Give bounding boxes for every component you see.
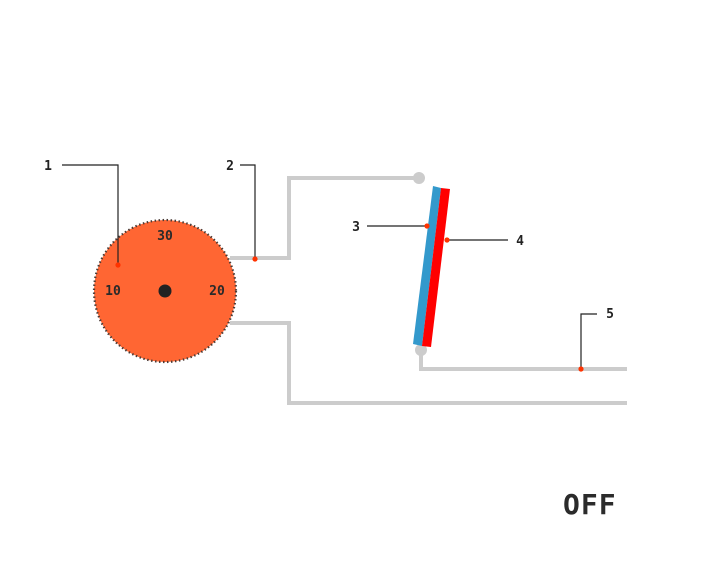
callout-3-dot (424, 223, 430, 229)
callout-2: 2 (226, 159, 258, 262)
callout-3-number: 3 (352, 220, 360, 235)
dial-label-20: 20 (209, 284, 225, 299)
callout-1: 1 (44, 159, 121, 268)
callout-4-dot (444, 237, 450, 243)
callout-5-dot (578, 366, 584, 372)
callout-5-leader (580, 313, 597, 369)
bimetal-strip (413, 186, 450, 347)
callout-2-number: 2 (226, 159, 234, 174)
top-contact (413, 172, 425, 184)
dial-center-knob (158, 284, 172, 298)
callout-1-leader (62, 164, 119, 265)
callout-1-dot (115, 262, 121, 268)
wire-output (419, 350, 627, 371)
wire-top (230, 176, 418, 260)
callout-5-number: 5 (606, 307, 614, 322)
bottom-contact (415, 344, 427, 356)
wire-bottom (230, 321, 627, 405)
callout-5: 5 (578, 307, 614, 372)
status-label: OFF (563, 488, 617, 521)
wire-group (230, 176, 627, 405)
callout-4-number: 4 (516, 234, 524, 249)
callout-3: 3 (352, 220, 430, 235)
callout-2-dot (252, 256, 258, 262)
callout-1-number: 1 (44, 159, 52, 174)
callout-4: 4 (444, 234, 524, 249)
dial-label-10: 10 (105, 284, 121, 299)
dial[interactable]: 30 10 20 (92, 218, 238, 364)
strip-red-layer (422, 188, 450, 347)
strip-blue-layer (413, 186, 441, 346)
dial-label-30: 30 (157, 229, 173, 244)
callout-2-leader (240, 164, 256, 259)
